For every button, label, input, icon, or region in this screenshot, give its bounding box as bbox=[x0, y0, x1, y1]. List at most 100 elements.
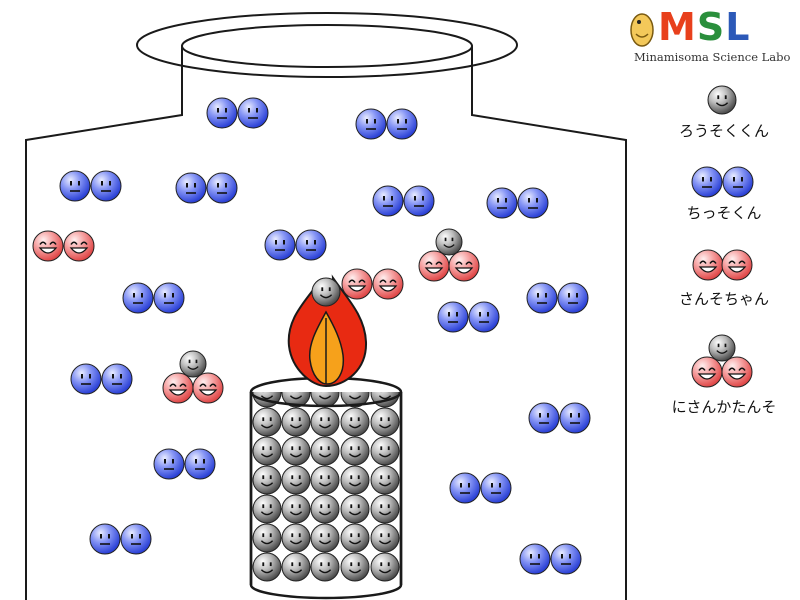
nitrogen-smiley-icon bbox=[264, 229, 296, 261]
oxygen-smiley-icon bbox=[721, 249, 753, 281]
nitrogen-smiley-icon bbox=[206, 97, 238, 129]
carbon-smiley-icon bbox=[281, 494, 311, 524]
nitrogen-smiley-icon bbox=[517, 187, 549, 219]
legend-icon-carbon bbox=[707, 85, 737, 115]
oxygen-smiley-icon bbox=[63, 230, 95, 262]
nitrogen-smiley-icon bbox=[519, 543, 551, 575]
oxygen-smiley-icon bbox=[192, 372, 224, 404]
legend-icon-oxygen bbox=[692, 249, 753, 281]
oxygen-smiley-icon bbox=[691, 356, 723, 388]
nitrogen-smiley-icon bbox=[122, 282, 154, 314]
carbon-smiley-icon bbox=[370, 552, 400, 582]
msl-logo: MSL Minamisoma Science Labo bbox=[628, 2, 798, 70]
candle-carbon-grid bbox=[252, 392, 400, 582]
oxygen-smiley-icon bbox=[448, 250, 480, 282]
nitrogen-smiley-icon bbox=[557, 282, 589, 314]
logo-letter-l: L bbox=[725, 5, 751, 49]
legend-label-oxygen: さんそちゃん bbox=[678, 290, 769, 308]
carbon-smiley-icon bbox=[252, 552, 282, 582]
carbon-dioxide-molecule bbox=[418, 228, 480, 282]
carbon-smiley-icon bbox=[281, 523, 311, 553]
nitrogen-molecule bbox=[526, 282, 589, 314]
gas-molecules bbox=[32, 97, 591, 575]
legend-icon-carbon-dioxide bbox=[691, 334, 753, 388]
oxygen-smiley-icon bbox=[692, 249, 724, 281]
oxygen-smiley-icon bbox=[341, 268, 373, 300]
nitrogen-smiley-icon bbox=[526, 282, 558, 314]
nitrogen-smiley-icon bbox=[449, 472, 481, 504]
nitrogen-smiley-icon bbox=[120, 523, 152, 555]
oxygen-smiley-icon bbox=[418, 250, 450, 282]
logo-letter-m: M bbox=[658, 5, 697, 49]
nitrogen-molecule bbox=[437, 301, 500, 333]
oxygen-smiley-icon bbox=[372, 268, 404, 300]
candle bbox=[249, 376, 403, 600]
nitrogen-smiley-icon bbox=[175, 172, 207, 204]
carbon-smiley-icon bbox=[370, 465, 400, 495]
nitrogen-molecule bbox=[528, 402, 591, 434]
carbon-smiley-icon bbox=[340, 465, 370, 495]
nitrogen-molecule bbox=[372, 185, 435, 217]
logo-letter-s: S bbox=[696, 5, 726, 49]
nitrogen-molecule bbox=[519, 543, 582, 575]
legend-label-carbon: ろうそくくん bbox=[678, 122, 769, 140]
nitrogen-molecule bbox=[70, 363, 133, 395]
carbon-dioxide-molecule bbox=[162, 350, 224, 404]
legend-icons bbox=[691, 85, 754, 388]
carbon-smiley-icon bbox=[310, 392, 340, 408]
carbon-smiley-icon bbox=[310, 436, 340, 466]
carbon-smiley-icon bbox=[370, 436, 400, 466]
oxygen-molecule bbox=[341, 268, 404, 300]
carbon-smiley-icon bbox=[340, 494, 370, 524]
nitrogen-molecule bbox=[59, 170, 122, 202]
carbon-smiley-icon bbox=[281, 436, 311, 466]
nitrogen-molecule bbox=[122, 282, 185, 314]
carbon-smiley-icon bbox=[370, 407, 400, 437]
logo-letters: MSL bbox=[658, 4, 750, 50]
nitrogen-smiley-icon bbox=[184, 448, 216, 480]
nitrogen-smiley-icon bbox=[101, 363, 133, 395]
nitrogen-smiley-icon bbox=[403, 185, 435, 217]
nitrogen-smiley-icon bbox=[153, 282, 185, 314]
nitrogen-molecule bbox=[264, 229, 327, 261]
nitrogen-smiley-icon bbox=[89, 523, 121, 555]
nitrogen-molecule bbox=[175, 172, 238, 204]
nitrogen-smiley-icon bbox=[372, 185, 404, 217]
carbon-smiley-icon bbox=[340, 407, 370, 437]
nitrogen-smiley-icon bbox=[59, 170, 91, 202]
carbon-smiley-icon bbox=[252, 523, 282, 553]
nitrogen-smiley-icon bbox=[206, 172, 238, 204]
nitrogen-smiley-icon bbox=[722, 166, 754, 198]
nitrogen-smiley-icon bbox=[355, 108, 387, 140]
nitrogen-smiley-icon bbox=[480, 472, 512, 504]
jar-outline bbox=[25, 12, 627, 600]
nitrogen-smiley-icon bbox=[295, 229, 327, 261]
nitrogen-smiley-icon bbox=[70, 363, 102, 395]
nitrogen-molecule bbox=[486, 187, 549, 219]
carbon-smiley-icon bbox=[252, 465, 282, 495]
nitrogen-molecule bbox=[449, 472, 512, 504]
oxygen-smiley-icon bbox=[162, 372, 194, 404]
carbon-smiley-icon bbox=[310, 465, 340, 495]
nitrogen-smiley-icon bbox=[486, 187, 518, 219]
nitrogen-smiley-icon bbox=[691, 166, 723, 198]
logo-mascot-icon bbox=[630, 13, 654, 47]
carbon-smiley-icon bbox=[708, 334, 736, 362]
nitrogen-molecule bbox=[89, 523, 152, 555]
nitrogen-smiley-icon bbox=[153, 448, 185, 480]
carbon-smiley-icon bbox=[252, 494, 282, 524]
nitrogen-molecule bbox=[355, 108, 418, 140]
legend-icon-nitrogen bbox=[691, 166, 754, 198]
carbon-smiley-icon bbox=[340, 523, 370, 553]
nitrogen-smiley-icon bbox=[90, 170, 122, 202]
oxygen-molecule bbox=[32, 230, 95, 262]
carbon-smiley-icon bbox=[340, 436, 370, 466]
carbon-smiley-icon bbox=[310, 552, 340, 582]
nitrogen-smiley-icon bbox=[437, 301, 469, 333]
carbon-smiley-icon bbox=[310, 407, 340, 437]
carbon-smiley-icon bbox=[370, 523, 400, 553]
carbon-smiley-icon bbox=[310, 494, 340, 524]
carbon-smiley-icon bbox=[281, 552, 311, 582]
carbon-smiley-icon bbox=[310, 523, 340, 553]
